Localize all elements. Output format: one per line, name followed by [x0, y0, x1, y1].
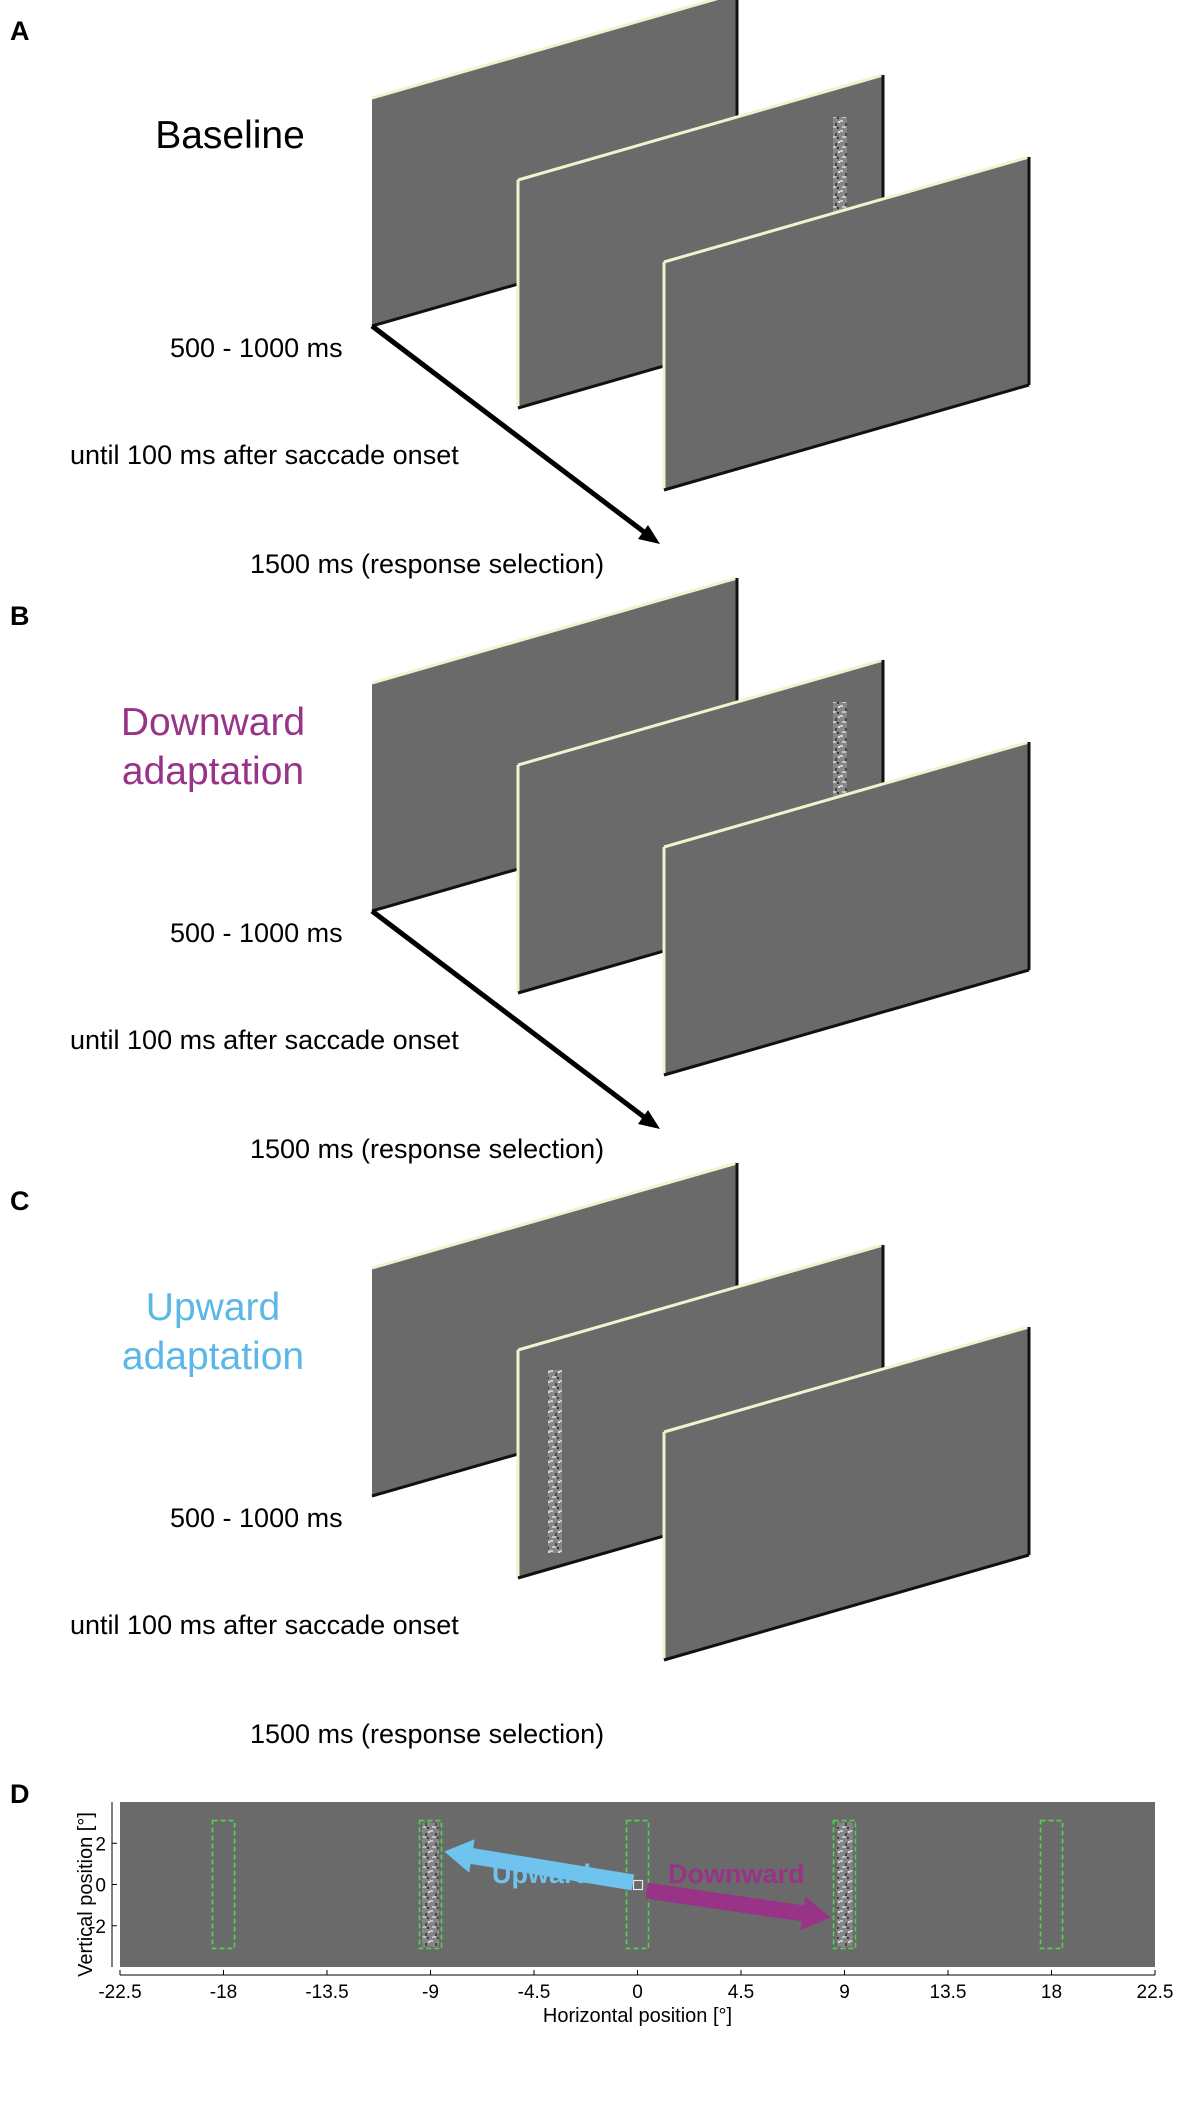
- timing-label-3: 1500 ms (response selection): [250, 549, 604, 579]
- downward-arrow: [645, 1882, 831, 1931]
- frame-bottom-edge: [663, 968, 1030, 1077]
- timeline-arrow-head: [638, 1110, 660, 1129]
- frame-top-edge: [517, 1243, 884, 1352]
- frame-top-edge: [371, 1161, 738, 1270]
- panels-layer: A Baseline 500 - 1000 ms until 100 ms after…: [10, 0, 1031, 1749]
- frame-top-edge: [663, 155, 1030, 264]
- x-tick-label: 4.5: [728, 1982, 754, 2003]
- condition-title: Baseline: [155, 114, 305, 157]
- timing-label-1: 500 - 1000 ms: [170, 918, 343, 948]
- noise-stimulus: [836, 1822, 853, 1947]
- timeline-arrow-head: [638, 525, 660, 544]
- frame-3: [664, 157, 1029, 490]
- condition-title: Upward: [146, 1286, 280, 1329]
- timing-label-3: 1500 ms (response selection): [250, 1134, 604, 1164]
- fixation-square: [632, 1879, 644, 1891]
- condition-title: adaptation: [122, 750, 304, 793]
- x-tick-label: -22.5: [98, 1982, 141, 2003]
- frame-3: [664, 1327, 1029, 1660]
- frame-bottom-edge: [663, 1553, 1030, 1662]
- downward-label: Downward: [668, 1859, 805, 1889]
- target-box: [211, 1819, 236, 1950]
- panel-c: C Upward adaptation 500 - 1000 ms until 100 …: [10, 1161, 1031, 1749]
- timing-label-2: until 100 ms after saccade onset: [70, 440, 459, 470]
- timing-label-2: until 100 ms after saccade onset: [70, 1610, 459, 1640]
- frame-bottom-edge: [663, 383, 1030, 492]
- noise-stimulus: [422, 1822, 439, 1947]
- x-tick-label: 0: [632, 1982, 643, 2003]
- noise-stimulus: [548, 1370, 562, 1553]
- timing-label-2: until 100 ms after saccade onset: [70, 1025, 459, 1055]
- panel-letter: A: [10, 16, 30, 46]
- target-box: [418, 1819, 443, 1950]
- frame-top-edge: [371, 576, 738, 685]
- x-tick-label: 18: [1041, 1982, 1062, 2003]
- upward-arrow: [444, 1839, 635, 1891]
- x-tick-label: 9: [839, 1982, 850, 2003]
- y-tick-label: -2: [89, 1917, 106, 1938]
- frame-3: [664, 742, 1029, 1075]
- panel-b: B Downward adaptation 500 - 1000 ms until 10…: [10, 576, 1031, 1164]
- target-box: [832, 1819, 857, 1950]
- x-tick-label: 13.5: [930, 1982, 967, 2003]
- x-tick-label: -13.5: [305, 1982, 348, 2003]
- upward-label: Upward: [492, 1859, 591, 1889]
- plot-background: [120, 1802, 1155, 1967]
- panel-letter: C: [10, 1186, 30, 1216]
- panel-letter: B: [10, 601, 30, 631]
- condition-title: Downward: [121, 701, 305, 744]
- timing-label-3: 1500 ms (response selection): [250, 1719, 604, 1749]
- frame-top-edge: [371, 0, 719, 100]
- y-axis-label: Vertical position [°]: [75, 1812, 97, 1977]
- timeline-arrow-shaft: [370, 909, 650, 1122]
- x-tick-label: -18: [210, 1982, 237, 2003]
- panel-d: D Upward Downward -22.5 -18 -13.5 -9 -4.5 0 4.5 9 1…: [10, 1779, 1173, 2027]
- frame-top-edge: [663, 740, 1030, 849]
- y-tick-label: 0: [95, 1876, 106, 1897]
- timing-label-1: 500 - 1000 ms: [170, 1503, 343, 1533]
- frame-top-edge: [663, 1325, 1030, 1434]
- x-axis-label: Horizontal position [°]: [543, 2005, 732, 2027]
- x-tick-label: 22.5: [1137, 1982, 1174, 2003]
- frame-top-edge: [517, 658, 884, 767]
- timeline-arrow-shaft: [370, 324, 650, 537]
- x-tick-label: -9: [422, 1982, 439, 2003]
- timing-label-1: 500 - 1000 ms: [170, 333, 343, 363]
- target-box: [1039, 1819, 1064, 1950]
- panel-a: A Baseline 500 - 1000 ms until 100 ms after…: [10, 0, 1031, 579]
- y-tick-label: 2: [95, 1834, 106, 1855]
- panel-letter: D: [10, 1779, 30, 1809]
- condition-title: adaptation: [122, 1335, 304, 1378]
- x-tick-label: -4.5: [518, 1982, 551, 2003]
- frame-top-edge: [517, 73, 884, 182]
